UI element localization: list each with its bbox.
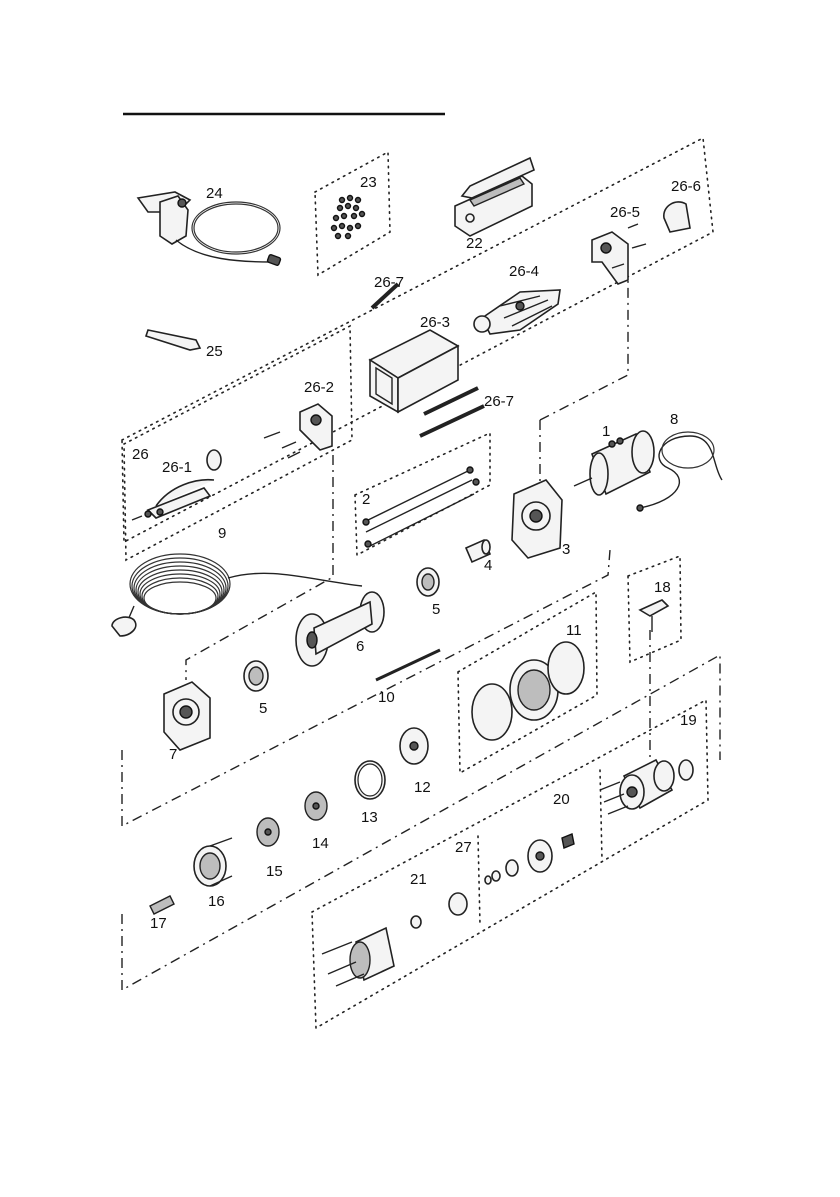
callout-20: 20 bbox=[553, 791, 570, 808]
part-24-remote-control bbox=[138, 192, 281, 266]
callout-5-upper: 5 bbox=[432, 601, 440, 618]
part-27-spacer-set bbox=[485, 860, 518, 884]
part-22-roller-fairlead bbox=[455, 158, 534, 236]
callout-9: 9 bbox=[218, 525, 226, 542]
callout-26-4: 26-4 bbox=[509, 263, 539, 280]
part-26-4-control-assembly bbox=[474, 290, 560, 334]
callout-2: 2 bbox=[362, 491, 370, 508]
callout-16: 16 bbox=[208, 893, 225, 910]
part-19-gear-housing bbox=[600, 760, 693, 814]
callout-6: 6 bbox=[356, 638, 364, 655]
part-23-hardware-kit bbox=[332, 196, 365, 239]
callout-26-7-lower: 26-7 bbox=[484, 393, 514, 410]
callout-17: 17 bbox=[150, 915, 167, 932]
part-5-bushing-lower bbox=[244, 661, 268, 691]
callout-23: 23 bbox=[360, 174, 377, 191]
callout-26-1: 26-1 bbox=[162, 459, 192, 476]
callout-12: 12 bbox=[414, 779, 431, 796]
callout-14: 14 bbox=[312, 835, 329, 852]
callout-15: 15 bbox=[266, 863, 283, 880]
part-7-gear-end-housing bbox=[164, 682, 210, 750]
callout-26-5: 26-5 bbox=[610, 204, 640, 221]
callout-13: 13 bbox=[361, 809, 378, 826]
part-11-ring-gear bbox=[472, 642, 584, 740]
callout-3: 3 bbox=[562, 541, 570, 558]
callout-4: 4 bbox=[484, 557, 492, 574]
part-3-motor-end-housing bbox=[512, 480, 562, 558]
callout-26: 26 bbox=[132, 446, 149, 463]
callout-7: 7 bbox=[169, 746, 177, 763]
callout-18: 18 bbox=[654, 579, 671, 596]
part-15-gear-set bbox=[257, 818, 279, 846]
part-20-brake-assembly bbox=[528, 834, 574, 872]
callout-26-6: 26-6 bbox=[671, 178, 701, 195]
callout-26-3: 26-3 bbox=[420, 314, 450, 331]
callout-21: 21 bbox=[410, 871, 427, 888]
part-2-tie-bolts bbox=[363, 467, 479, 547]
callout-8: 8 bbox=[670, 411, 678, 428]
part-25-hand-strap bbox=[146, 330, 200, 350]
part-26-3-control-cover bbox=[370, 330, 458, 412]
group-divider-20 bbox=[600, 770, 602, 860]
part-14-gear-set bbox=[305, 792, 327, 820]
part-10-drive-shaft bbox=[376, 650, 440, 680]
part-26-2-mount-plate bbox=[264, 404, 332, 458]
callout-26-2: 26-2 bbox=[304, 379, 334, 396]
callout-25: 25 bbox=[206, 343, 223, 360]
part-6-cable-drum bbox=[296, 592, 384, 666]
callout-24: 24 bbox=[206, 185, 223, 202]
callout-19: 19 bbox=[680, 712, 697, 729]
callout-27: 27 bbox=[455, 839, 472, 856]
part-26-6-cap bbox=[664, 202, 690, 232]
part-13-thrust-ring bbox=[355, 761, 385, 799]
assembly-line-gear bbox=[122, 655, 720, 990]
part-18-clutch-knob bbox=[640, 600, 668, 632]
part-26-5-bracket bbox=[592, 224, 646, 284]
callout-11: 11 bbox=[566, 622, 582, 639]
callout-10: 10 bbox=[378, 689, 395, 706]
group-divider-27 bbox=[478, 836, 480, 925]
part-12-planet-carrier bbox=[400, 728, 428, 764]
callout-5-lower: 5 bbox=[259, 700, 267, 717]
part-17-input-shaft bbox=[150, 896, 174, 914]
part-21-end-cover bbox=[322, 893, 467, 986]
callout-26-7-upper: 26-7 bbox=[374, 274, 404, 291]
part-5-bushing-upper bbox=[417, 568, 439, 596]
callout-22: 22 bbox=[466, 235, 483, 252]
part-1-motor bbox=[574, 431, 654, 495]
callout-1: 1 bbox=[602, 423, 610, 440]
part-16-drive-ring bbox=[194, 838, 232, 886]
